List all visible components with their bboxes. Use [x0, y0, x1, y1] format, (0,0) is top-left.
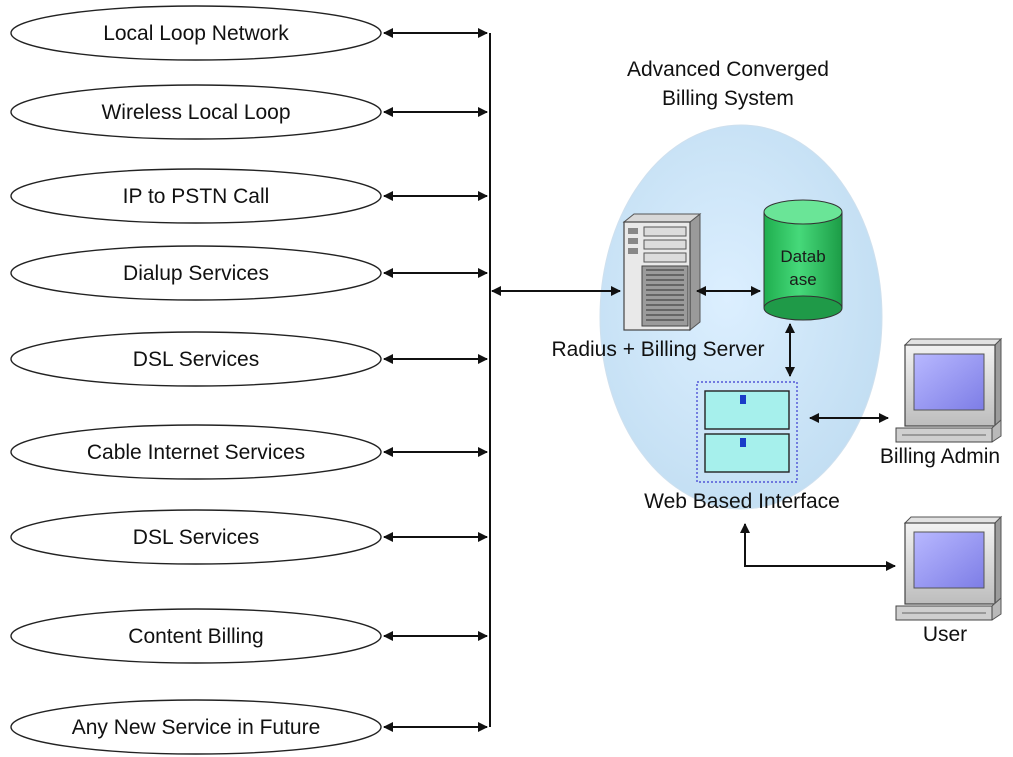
service-label: Any New Service in Future	[72, 716, 321, 739]
web-to-user-arrow	[740, 523, 896, 571]
server-icon	[622, 212, 702, 332]
service-node: Wireless Local Loop	[10, 84, 382, 140]
service-node: IP to PSTN Call	[10, 168, 382, 224]
service-label: Content Billing	[128, 625, 263, 648]
system-title-line1: Advanced Converged	[627, 58, 829, 81]
service-ellipses: Local Loop Network Wireless Local Loop I…	[10, 5, 382, 755]
service-label: DSL Services	[133, 526, 259, 549]
service-label: Dialup Services	[123, 262, 269, 285]
system-title-line2: Billing System	[662, 87, 794, 110]
user-computer-icon	[895, 515, 1003, 621]
service-label: DSL Services	[133, 348, 259, 371]
service-node: Cable Internet Services	[10, 424, 382, 480]
service-node: Local Loop Network	[10, 5, 382, 61]
database-label-line2: ase	[789, 270, 816, 289]
service-node: Content Billing	[10, 608, 382, 664]
service-node: DSL Services	[10, 509, 382, 565]
service-label: Wireless Local Loop	[101, 101, 290, 124]
server-label: Radius + Billing Server	[551, 338, 764, 361]
admin-label: Billing Admin	[880, 445, 1000, 468]
web-interface-label: Web Based Interface	[644, 490, 840, 513]
user-label: User	[923, 623, 967, 646]
service-node: Any New Service in Future	[10, 699, 382, 755]
service-label: Local Loop Network	[103, 22, 289, 45]
database-icon: Datab ase	[763, 199, 843, 321]
service-label: Cable Internet Services	[87, 441, 305, 464]
web-interface-icon	[696, 381, 798, 483]
service-node: Dialup Services	[10, 245, 382, 301]
billing-system: Advanced Converged Billing System	[491, 58, 883, 513]
database-label-line1: Datab	[780, 247, 825, 266]
service-node: DSL Services	[10, 331, 382, 387]
service-connectors	[383, 28, 491, 732]
service-label: IP to PSTN Call	[123, 185, 270, 208]
admin-computer-icon	[895, 337, 1003, 443]
